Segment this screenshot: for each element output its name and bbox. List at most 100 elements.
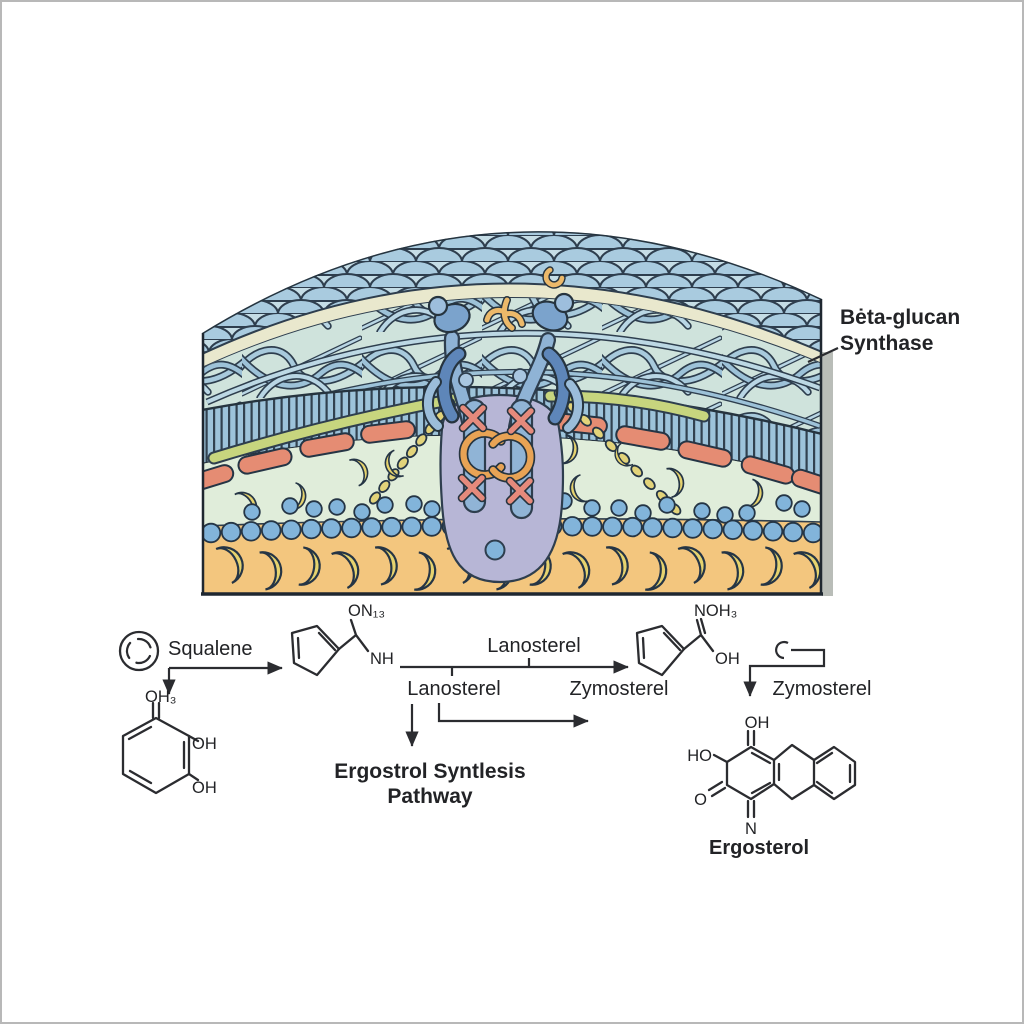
stalk-node xyxy=(458,372,474,388)
periplasm-dot xyxy=(353,503,371,521)
x-crossing xyxy=(459,475,485,501)
periplasm-dot xyxy=(693,502,711,520)
membrane-bead xyxy=(762,521,784,542)
membrane-bead xyxy=(261,520,282,541)
periplasm-dot xyxy=(634,504,652,522)
chem-label: OH xyxy=(715,650,740,668)
lanosterol-structure xyxy=(290,618,370,677)
synthase-dot xyxy=(484,539,506,561)
pathway-title-line2: Pathway xyxy=(387,785,473,808)
box-edges xyxy=(201,299,823,596)
membrane-bead xyxy=(662,517,683,539)
x-crossing xyxy=(460,405,486,431)
pathway-diagram: Squalene ON₁₃ NH Lanosterel Lanosterel Z… xyxy=(118,602,872,859)
periplasm-dot xyxy=(793,500,811,518)
membrane-bead xyxy=(401,516,422,538)
ergosterol-structure xyxy=(707,729,857,819)
membrane-bead xyxy=(301,518,322,540)
zymosterol-middle-label: Zymosterel xyxy=(570,678,669,700)
periplasm-dot xyxy=(423,500,441,518)
membrane-bead xyxy=(321,518,342,539)
callout-label: Bėta-glucan Synthase xyxy=(807,306,960,363)
chem-label: OH xyxy=(192,779,217,797)
periplasm-dot xyxy=(610,499,628,517)
membrane-bead xyxy=(642,517,663,538)
periplasm-dot xyxy=(405,495,423,513)
membrane-bead xyxy=(782,521,804,543)
stalk-head-right xyxy=(531,292,575,332)
membrane-bead xyxy=(421,516,443,537)
chain-bead xyxy=(591,426,605,440)
mannoprotein-scale-layer xyxy=(202,231,822,354)
membrane-bead xyxy=(722,519,744,541)
periplasm-dot xyxy=(243,503,261,521)
cell-wall-cross-section xyxy=(202,231,822,595)
periplasm-dot xyxy=(305,500,323,518)
chem-label: N xyxy=(745,820,757,838)
lanosterol-bottom-label: Lanosterel xyxy=(407,678,500,700)
membrane-bead xyxy=(622,516,643,538)
membrane-bead xyxy=(361,517,382,538)
membrane-bead xyxy=(220,521,242,543)
periplasm-dot xyxy=(658,496,676,514)
chain-bead xyxy=(396,456,409,470)
stalk-head-left xyxy=(427,295,471,334)
lanosterol-top-label: Lanosterel xyxy=(487,635,580,657)
squalene-product-structure xyxy=(121,701,200,795)
chem-label: NOH₃ xyxy=(694,602,737,620)
periplasm-dot xyxy=(328,498,346,516)
squalene-label: Squalene xyxy=(168,638,253,660)
orange-loops xyxy=(458,428,536,483)
beta-glucan-fiber-layer xyxy=(202,297,822,437)
chain-bead xyxy=(405,444,419,459)
squalene-structure xyxy=(118,630,160,672)
chem-label: ON₁₃ xyxy=(348,602,385,620)
membrane-bead xyxy=(602,516,623,538)
pathway-title-line1: Ergostrol Syntlesis xyxy=(334,760,525,783)
chem-label: OH₃ xyxy=(145,688,176,706)
membrane-bead xyxy=(582,516,603,537)
membrane-bead xyxy=(742,520,764,541)
stalk-node xyxy=(512,368,528,384)
chem-label: O xyxy=(694,791,707,809)
zymosterol-structure xyxy=(635,617,715,677)
periplasm-dot xyxy=(281,497,299,515)
chain-bead xyxy=(643,477,656,491)
zymosterol-right-label: Zymosterel xyxy=(773,678,872,700)
arrow-branch-right xyxy=(437,703,589,728)
x-crossing xyxy=(507,478,533,504)
chain-bead xyxy=(630,464,644,478)
membrane-bead xyxy=(702,518,724,540)
arrow-ticks xyxy=(450,658,531,676)
membrane-bead xyxy=(802,522,822,544)
membrane-bead xyxy=(202,522,222,544)
chem-label: NH xyxy=(370,650,394,668)
membrane-bead xyxy=(381,516,402,538)
x-crossings xyxy=(457,403,536,506)
periplasm-dot xyxy=(376,496,394,514)
x-crossing xyxy=(508,408,534,434)
periplasm-dot xyxy=(583,499,601,517)
chem-label: OH xyxy=(745,714,770,732)
chem-label: OH xyxy=(192,735,217,753)
membrane-bead xyxy=(240,521,262,542)
chain-bead xyxy=(378,479,391,493)
callout-line1: Bėta-glucan xyxy=(840,306,960,329)
periplasm-dot xyxy=(716,506,734,524)
orange-twig xyxy=(483,266,566,332)
chem-label: HO xyxy=(687,747,712,765)
periplasm-dot xyxy=(775,494,793,512)
box-shadow xyxy=(822,352,833,596)
arrow-zymosterol-down xyxy=(743,648,826,697)
periplasm-dot xyxy=(738,504,756,522)
recycle-hook xyxy=(775,640,789,660)
membrane-bead xyxy=(281,519,302,541)
callout-line2: Synthase xyxy=(840,332,933,355)
membrane-bead xyxy=(341,517,362,539)
membrane-bead xyxy=(562,516,583,537)
membrane-bead xyxy=(682,518,703,539)
collar-hooks xyxy=(422,346,584,434)
glucan-synthase-complex xyxy=(422,266,584,584)
callout-leader-line xyxy=(807,347,839,363)
